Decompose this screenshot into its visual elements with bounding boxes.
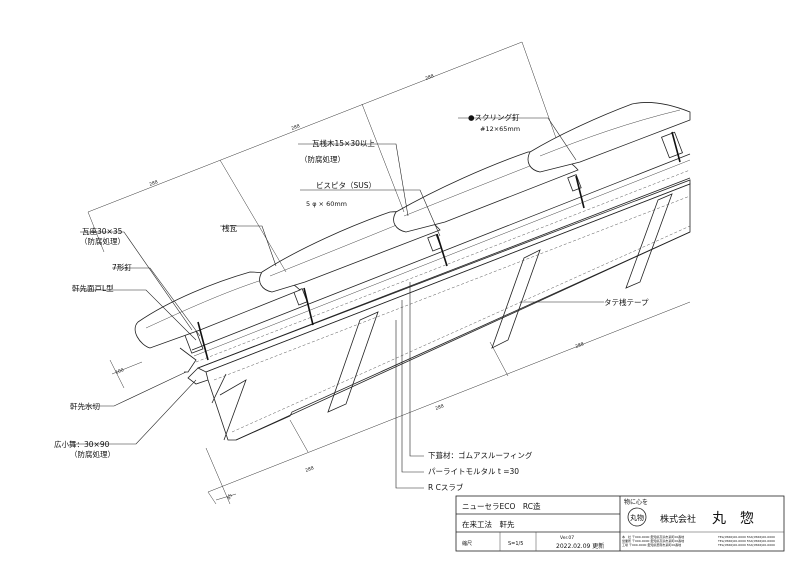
label-vertical-tape: タテ桟テープ: [604, 297, 649, 307]
company-address-3: 工場 〒000-0000 愛知県碧南市某町00番地: [622, 542, 681, 547]
label-batten-30x35-treatment: （防腐処理）: [80, 236, 125, 246]
title-version: Ver.07: [560, 535, 574, 541]
dim-top-1: 288: [149, 179, 159, 188]
label-eave-board: 広小舞：30×90: [54, 439, 110, 449]
dim-end: 45: [226, 493, 234, 501]
label-bispita-size: 5 φ × 60mm: [306, 200, 347, 208]
company-address-2: 営業所 〒000-0000 愛知県高浜市某町00番地: [622, 538, 684, 543]
screws: [197, 131, 681, 361]
dim-lower-1: 288: [305, 465, 315, 474]
title-block: ニューセラECO RC造 在来工法 軒先 縮尺 S=1/5 Ver.07 202…: [455, 495, 785, 552]
company-seal-text: 丸物: [630, 513, 644, 522]
label-batten-15x30: 瓦桟木15×30以上: [312, 138, 375, 148]
company-tagline: 物に心を: [624, 498, 648, 506]
company-address-1: 本 社 〒000-0000 愛知県高浜市某町00番地: [622, 534, 684, 539]
label-nail-7: 7形釘: [112, 262, 132, 272]
rc-slab: [187, 179, 691, 441]
label-screw-ring-nail-size: #12×65mm: [480, 125, 520, 133]
label-keraba-kawara: 桟瓦: [222, 223, 237, 233]
company-phone-3: TEL(0566)00-0000 FAX(0566)00-0000: [717, 543, 775, 547]
dim-lower-2: 288: [435, 403, 445, 412]
underlay-layer: [191, 153, 691, 369]
title-product: ニューセラECO RC造: [462, 501, 541, 511]
roof-tiles: [134, 102, 691, 349]
annotation-labels: ●スクリング釘 #12×65mm 瓦桟木15×30以上 （防腐処理） ビスピタ（…: [54, 112, 649, 492]
title-method: 在来工法 軒先: [462, 519, 515, 529]
label-bispita: ビスピタ（SUS）: [316, 181, 376, 190]
eave-flashing: [179, 347, 197, 373]
label-batten-15x30-treatment: （防腐処理）: [300, 154, 345, 164]
leader-lines: [76, 117, 604, 489]
company-phone-2: TEL(0566)00-0000 FAX(0566)00-0000: [717, 539, 775, 543]
label-screw-ring-nail: ●スクリング釘: [468, 112, 520, 122]
dim-top-2: 288: [291, 123, 301, 132]
label-batten-30x35: 瓦座30×35: [82, 226, 123, 236]
label-rc-slab: R Cスラブ: [428, 482, 464, 492]
label-eave-face-tile: 軒先面戸L型: [72, 283, 114, 293]
company-seal-icon: [627, 507, 647, 527]
title-scale-value: S=1/5: [508, 541, 523, 547]
dim-top-3: 288: [425, 73, 435, 82]
label-underlay: 下葺材：ゴムアスルーフィング: [428, 450, 533, 460]
label-eave-board-treatment: （防腐処理）: [70, 449, 115, 459]
dimension-values: 288 288 288 288 288 288 45 100: [115, 73, 585, 501]
label-eave-flashing: 軒先水切: [70, 401, 100, 411]
dim-eave: 100: [115, 367, 125, 376]
label-perlite-mortar: パーライトモルタル t =30: [428, 467, 519, 476]
title-date: 2022.02.09 更新: [556, 542, 604, 550]
company-prefix: 株式会社: [660, 513, 696, 525]
title-scale-label: 縮尺: [462, 540, 472, 547]
company-name: 丸 惣: [712, 511, 754, 527]
dim-lower-3: 288: [575, 341, 585, 350]
company-phone-1: TEL(0566)00-0000 FAX(0566)00-0000: [717, 535, 775, 539]
